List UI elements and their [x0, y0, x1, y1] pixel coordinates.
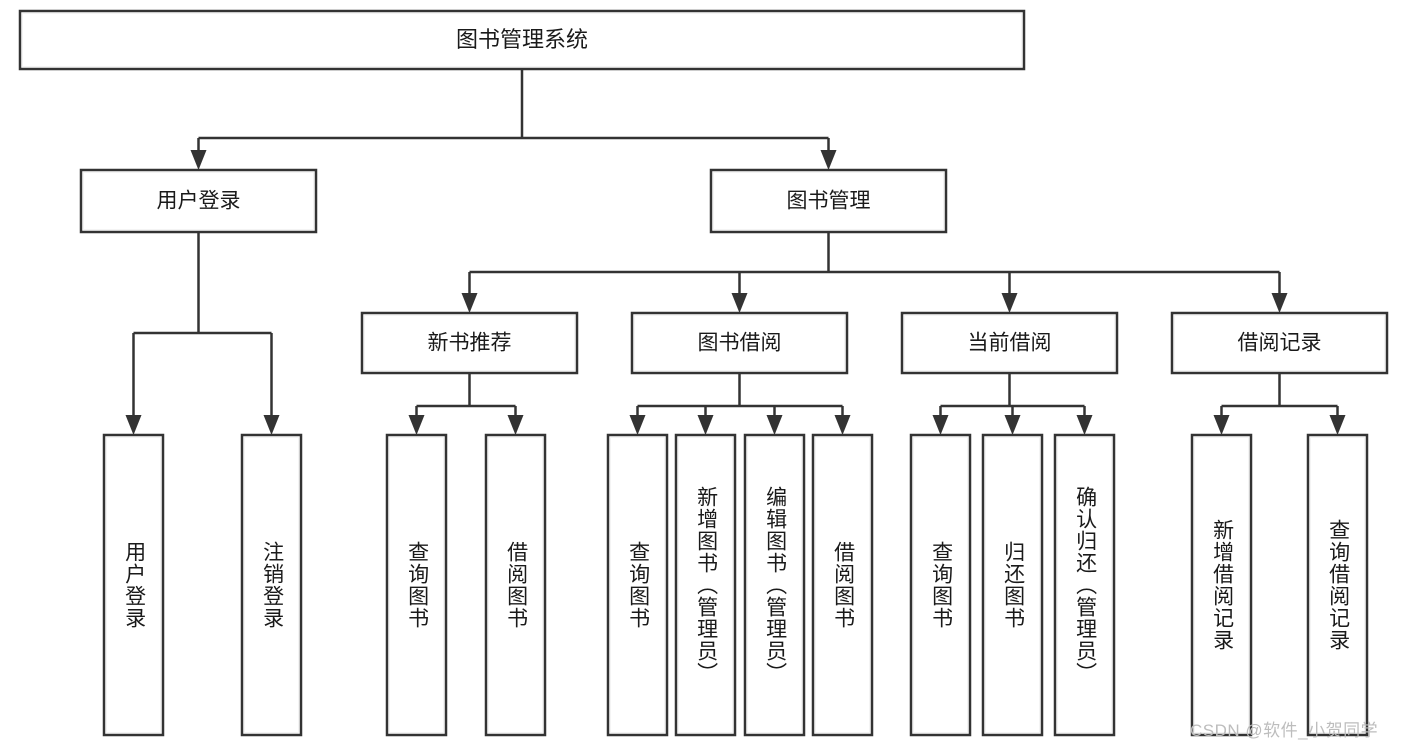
watermark-text: CSDN @软件_小贺同学	[1190, 721, 1379, 740]
box-inner-outline	[985, 437, 1040, 733]
node-leaf-11[interactable]	[1190, 433, 1253, 737]
arrow-to-leaf	[834, 415, 851, 435]
arrow-to-level2	[820, 150, 837, 170]
box-outline	[18, 9, 1026, 71]
arrow-to-leaf	[629, 415, 646, 435]
box-outline	[240, 433, 303, 737]
node-leaf-8[interactable]	[909, 433, 972, 737]
node-leaf-5[interactable]	[674, 433, 737, 737]
box-outline	[385, 433, 448, 737]
box-inner-outline	[1057, 437, 1112, 733]
box-inner-outline	[389, 437, 444, 733]
node-leaf-12[interactable]	[1306, 433, 1369, 737]
box-outline	[102, 433, 165, 737]
box-outline	[1170, 311, 1389, 375]
box-inner-outline	[364, 315, 575, 371]
box-outline	[606, 433, 669, 737]
arrow-to-level3	[1001, 293, 1018, 313]
box-inner-outline	[610, 437, 665, 733]
node-level2-1[interactable]	[709, 168, 948, 234]
node-level2-0-label: 用户登录	[157, 190, 241, 213]
box-inner-outline	[904, 315, 1115, 371]
node-leaf-2[interactable]	[385, 433, 448, 737]
arrow-to-level3	[1271, 293, 1288, 313]
box-outline	[484, 433, 547, 737]
node-leaf-1[interactable]	[240, 433, 303, 737]
box-inner-outline	[83, 172, 314, 230]
box-outline	[1190, 433, 1253, 737]
node-level2-0[interactable]	[79, 168, 318, 234]
arrow-to-leaf	[263, 415, 280, 435]
node-root-system[interactable]	[18, 9, 1026, 71]
box-outline	[79, 168, 318, 234]
node-level3-2[interactable]	[900, 311, 1119, 375]
box-outline	[1053, 433, 1116, 737]
node-leaf-4[interactable]	[606, 433, 669, 737]
arrow-to-leaf	[1076, 415, 1093, 435]
boxes-layer	[18, 9, 1389, 737]
arrow-to-level3	[461, 293, 478, 313]
connectors-layer	[125, 69, 1346, 435]
box-outline	[674, 433, 737, 737]
box-inner-outline	[634, 315, 845, 371]
arrow-to-level3	[731, 293, 748, 313]
box-outline	[811, 433, 874, 737]
box-outline	[630, 311, 849, 375]
box-outline	[909, 433, 972, 737]
arrow-to-leaf	[125, 415, 142, 435]
arrow-to-leaf	[766, 415, 783, 435]
node-level3-0[interactable]	[360, 311, 579, 375]
node-level3-0-label: 新书推荐	[428, 332, 512, 355]
box-inner-outline	[488, 437, 543, 733]
box-inner-outline	[815, 437, 870, 733]
box-inner-outline	[22, 13, 1022, 67]
node-level3-2-label: 当前借阅	[968, 332, 1052, 355]
box-inner-outline	[747, 437, 802, 733]
box-inner-outline	[106, 437, 161, 733]
box-outline	[360, 311, 579, 375]
box-outline	[709, 168, 948, 234]
node-leaf-0[interactable]	[102, 433, 165, 737]
box-inner-outline	[1310, 437, 1365, 733]
box-outline	[743, 433, 806, 737]
box-outline	[981, 433, 1044, 737]
arrow-to-leaf	[1213, 415, 1230, 435]
box-inner-outline	[1194, 437, 1249, 733]
node-leaf-3[interactable]	[484, 433, 547, 737]
node-leaf-7[interactable]	[811, 433, 874, 737]
box-outline	[1306, 433, 1369, 737]
node-level3-3[interactable]	[1170, 311, 1389, 375]
node-level3-1-label: 图书借阅	[698, 332, 782, 355]
arrow-to-level2	[190, 150, 207, 170]
box-inner-outline	[244, 437, 299, 733]
arrow-to-leaf	[1004, 415, 1021, 435]
node-level3-1[interactable]	[630, 311, 849, 375]
arrow-to-leaf	[408, 415, 425, 435]
node-root-system-label: 图书管理系统	[456, 27, 588, 52]
box-inner-outline	[678, 437, 733, 733]
box-inner-outline	[913, 437, 968, 733]
box-inner-outline	[1174, 315, 1385, 371]
arrow-to-leaf	[507, 415, 524, 435]
box-inner-outline	[713, 172, 944, 230]
box-outline	[900, 311, 1119, 375]
node-leaf-6[interactable]	[743, 433, 806, 737]
node-leaf-10[interactable]	[1053, 433, 1116, 737]
node-level2-1-label: 图书管理	[787, 190, 871, 213]
arrow-to-leaf	[932, 415, 949, 435]
arrow-to-leaf	[697, 415, 714, 435]
node-level3-3-label: 借阅记录	[1238, 332, 1322, 355]
arrow-to-leaf	[1329, 415, 1346, 435]
node-leaf-9[interactable]	[981, 433, 1044, 737]
